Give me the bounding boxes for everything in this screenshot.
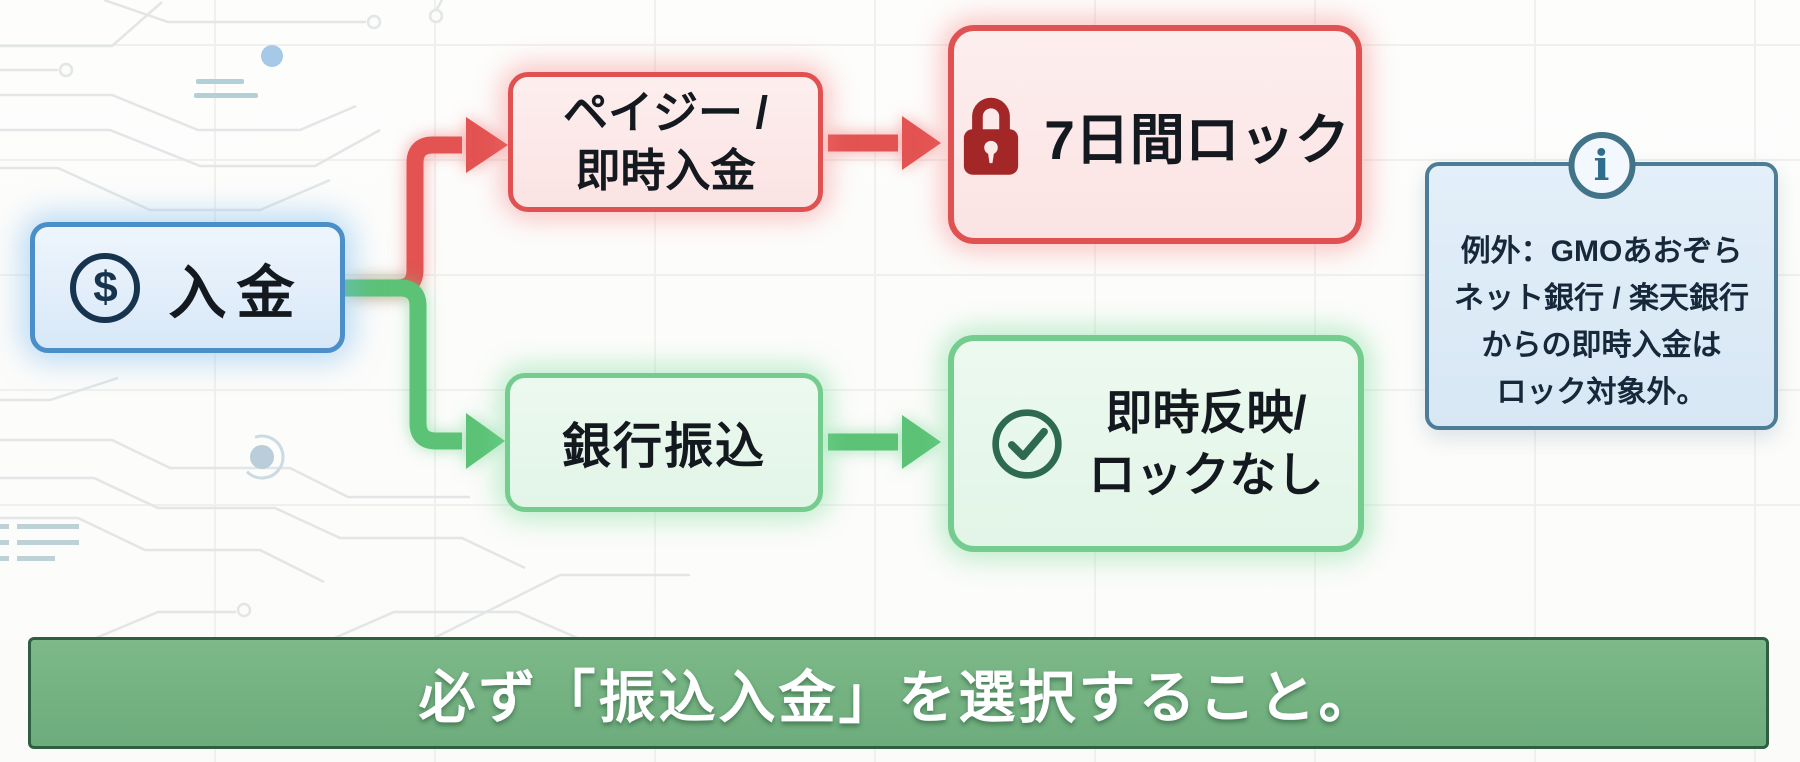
arrow-deposit-to-bank: [342, 279, 462, 450]
note-line-4: ロック対象外。: [1496, 376, 1707, 410]
blue-dot: [261, 45, 283, 67]
arrow-deposit-to-payeasy: [352, 136, 462, 297]
payeasy-node: ペイジー / 即時入金: [508, 72, 823, 212]
footer-banner: 必ず「振込入金」を選択すること。: [28, 637, 1769, 749]
deposit-label: 入金: [168, 260, 305, 326]
payeasy-label-line2: 即時入金: [575, 145, 756, 196]
background-accents: [0, 45, 285, 561]
footer-banner-text: 必ず「振込入金」を選択すること。: [418, 666, 1379, 730]
lock-label: 7日間ロック: [1044, 108, 1350, 171]
note-line-2: ネット銀行 / 楽天銀行: [1453, 282, 1749, 316]
instant-label: 即時反映/ ロックなし: [1089, 382, 1324, 504]
note-line-1: 例外：GMOあおぞら: [1460, 235, 1743, 268]
dollar-circle-icon: $: [70, 252, 141, 323]
green-arrows: [342, 279, 941, 469]
arrowhead-lock: [902, 116, 941, 170]
lock-node: 7日間ロック: [948, 25, 1362, 244]
circuit-traces: [0, 0, 690, 642]
instant-node: 即時反映/ ロックなし: [948, 335, 1364, 552]
instant-label-line2: ロックなし: [1088, 447, 1324, 501]
arrowhead-instant: [902, 415, 941, 469]
check-circle-icon: [991, 408, 1062, 479]
info-icon: i: [1568, 132, 1635, 199]
note-line-3: からの即時入金は: [1481, 329, 1722, 363]
bank-transfer-label: 銀行振込: [561, 420, 766, 474]
bank-transfer-node: 銀行振込: [505, 373, 823, 512]
spinner-dot: [250, 445, 274, 469]
payeasy-label-line1: ペイジー /: [562, 87, 768, 139]
info-icon-glyph: i: [1593, 140, 1610, 190]
instant-label-line1: 即時反映/: [1105, 386, 1307, 440]
deposit-node: $ 入金: [30, 222, 345, 353]
arrowhead-payeasy: [466, 117, 508, 173]
arrowhead-bank: [466, 413, 505, 469]
lock-icon: [964, 97, 1019, 175]
exception-note: i 例外：GMOあおぞら ネット銀行 / 楽天銀行 からの即時入金は ロック対象…: [1425, 132, 1778, 430]
list-dashes: [0, 524, 79, 561]
